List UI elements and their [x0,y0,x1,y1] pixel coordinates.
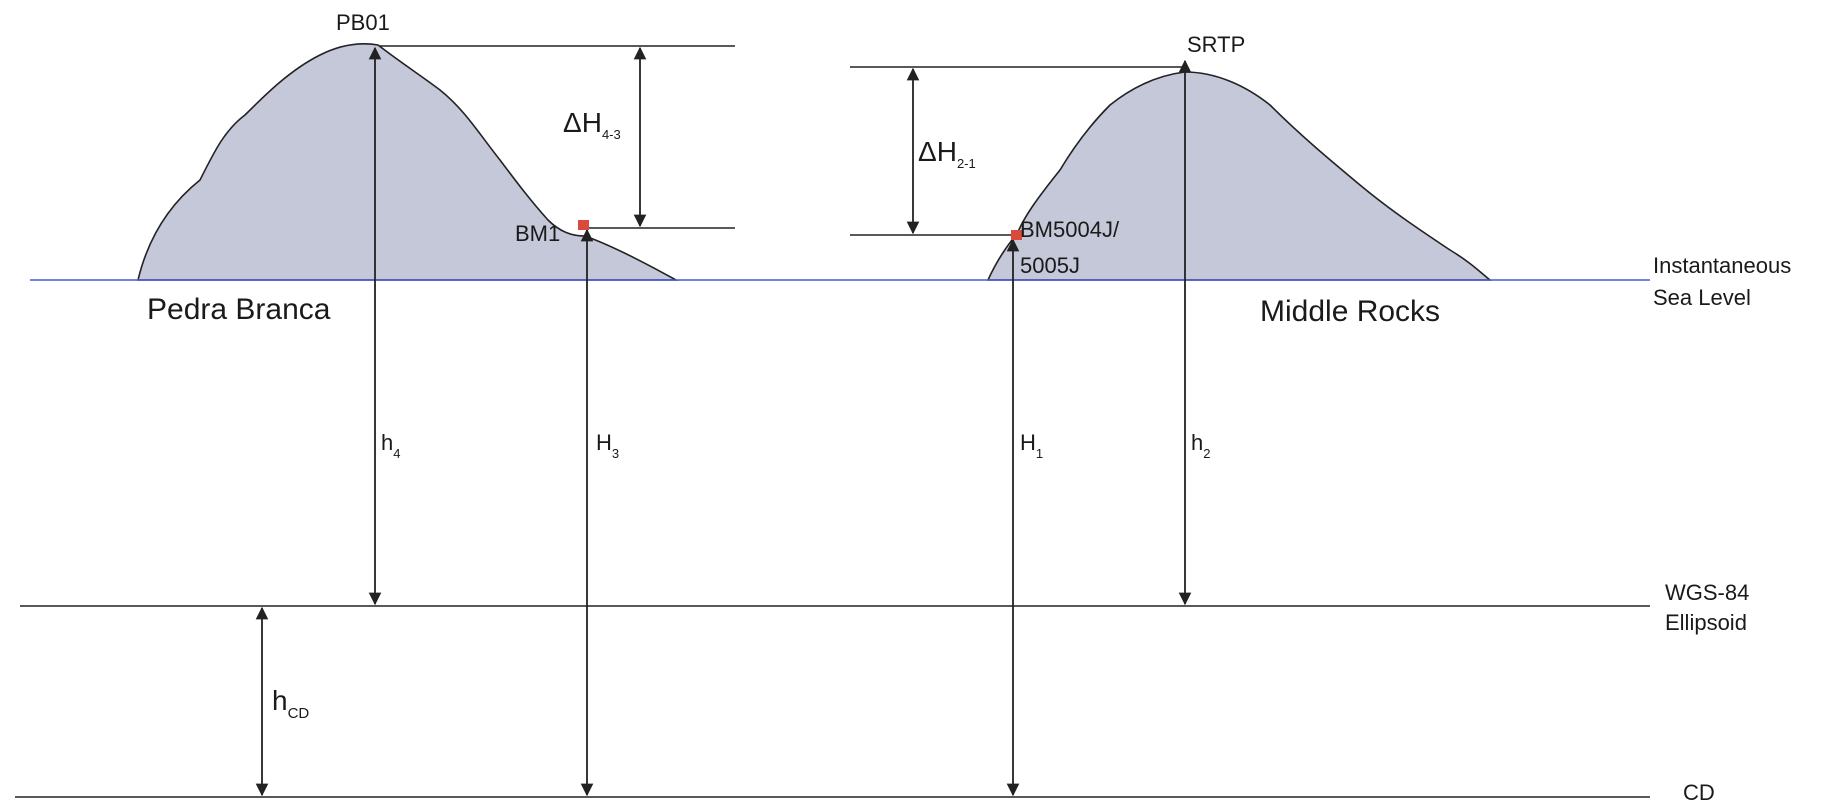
bm1-marker [578,220,589,230]
H1-symbol: H [1020,430,1036,455]
dh21-label: ΔH2-1 [918,136,976,171]
wgs84-label-line2: Ellipsoid [1665,610,1747,635]
hCD-label: hCD [272,685,309,722]
h4-label: h4 [381,430,400,461]
hCD-symbol: h [272,685,288,716]
dh43-subscript: 4-3 [602,127,621,142]
dh21-subscript: 2-1 [957,156,976,171]
wgs84-label-line1: WGS-84 [1665,580,1749,605]
pedra-branca-label: Pedra Branca [147,293,331,326]
H3-label: H3 [596,430,619,461]
pb01-label: PB01 [336,10,390,35]
bm5004j-label-line2: 5005J [1020,253,1080,278]
middle-rocks-label: Middle Rocks [1260,295,1440,328]
srtp-label: SRTP [1187,32,1245,57]
dh21-symbol: ΔH [918,136,957,167]
dh43-symbol: ΔH [563,107,602,138]
cd-label: CD [1683,780,1715,805]
H3-subscript: 3 [612,446,619,461]
sea-level-label-line2: Sea Level [1653,285,1751,310]
bm1-label: BM1 [515,221,560,246]
h2-subscript: 2 [1203,446,1210,461]
sea-level-label-line1: Instantaneous [1653,253,1791,278]
h2-symbol: h [1191,430,1203,455]
dh43-label: ΔH4-3 [563,107,621,142]
bm5004j-marker [1011,230,1022,240]
H1-subscript: 1 [1036,446,1043,461]
h2-label: h2 [1191,430,1210,461]
middle-rocks-rock [986,71,1493,281]
H3-symbol: H [596,430,612,455]
bm5004j-label-line1: BM5004J/ [1020,217,1120,242]
pedra-branca-rock [136,43,680,281]
hCD-subscript: CD [288,705,310,722]
h4-symbol: h [381,430,393,455]
H1-label: H1 [1020,430,1043,461]
h4-subscript: 4 [393,446,400,461]
